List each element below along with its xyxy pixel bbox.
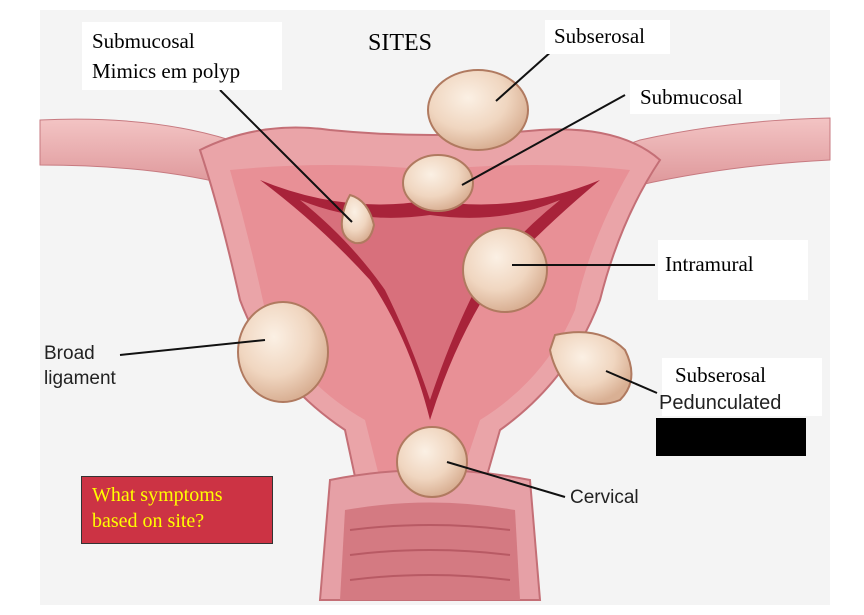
label-submucosal-polyp-line2: Mimics em polyp [92,59,241,83]
vaginal-rugae [349,524,511,581]
leader-submucosal-polyp [219,89,353,223]
question-line2: based on site? [92,510,205,532]
leader-broad-ligament [119,339,266,356]
fibroid-submucosal [402,154,474,212]
leader-subserosal-top [495,49,554,102]
fibroid-cervical [396,426,468,498]
label-intramural: Intramural [665,252,754,276]
redaction-box [656,418,806,456]
diagram-title: SITES [368,30,433,56]
label-submucosal-right: Submucosal [640,85,743,109]
fibroid-submucosal-polyp [340,193,376,245]
label-broad-ligament-line2: ligament [44,368,116,389]
leader-subserosal-pedunculated [605,370,658,394]
fibroid-broad-ligament [237,301,329,403]
leader-submucosal [461,94,626,186]
fibroid-subserosal-pedunculated [548,331,633,405]
label-bg-subserosal-top [545,20,670,54]
label-subserosal-pedunculated-line2: Pedunculated [659,392,782,414]
fibroid-subserosal-top [427,69,529,151]
label-bg-pedunculated [662,358,822,416]
label-cervical: Cervical [570,487,639,508]
label-bg-submucosal-right [630,80,780,114]
label-subserosal-pedunculated-line1: Subserosal [675,363,766,387]
fibroid-intramural [462,227,548,313]
label-subserosal-top: Subserosal [554,24,645,48]
label-broad-ligament-line1: Broad [44,343,95,364]
leader-lines [119,49,658,498]
question-box: What symptoms based on site? [81,476,273,544]
label-bg-submucosal-polyp [82,22,282,90]
label-submucosal-polyp-line1: Submucosal [92,29,195,53]
label-bg-intramural [658,240,808,300]
question-line1: What symptoms [92,484,223,506]
leader-cervical [446,461,566,498]
cervical-canal [340,502,520,600]
